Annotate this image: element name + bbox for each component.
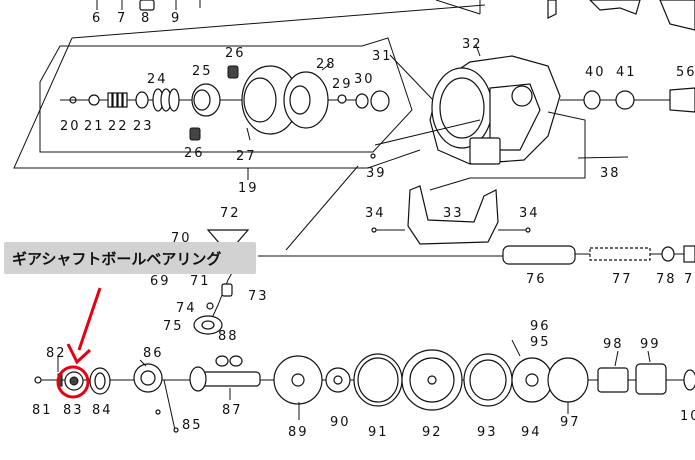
highlight-arrow	[77, 287, 102, 351]
label-83: 83	[63, 403, 84, 418]
label-33: 33	[443, 206, 464, 221]
label-34a: 34	[365, 206, 386, 221]
label-21: 21	[84, 119, 105, 134]
label-79: 79	[684, 272, 695, 287]
label-81: 81	[32, 403, 53, 418]
label-32: 32	[462, 37, 483, 52]
label-34b: 34	[519, 206, 540, 221]
label-85: 85	[182, 418, 203, 433]
label-89: 89	[288, 425, 309, 440]
leader-lines	[57, 350, 651, 420]
label-39: 39	[366, 166, 387, 181]
label-24: 24	[147, 72, 168, 87]
label-92: 92	[422, 425, 443, 440]
label-88: 88	[218, 329, 239, 344]
label-76: 76	[526, 272, 547, 287]
middle-left-parts	[193, 261, 239, 335]
label-77: 77	[612, 272, 633, 287]
label-86: 86	[143, 346, 164, 361]
label-91: 91	[368, 425, 389, 440]
bottom-parts	[34, 339, 695, 433]
spool-parts	[60, 63, 390, 141]
label-78: 78	[656, 272, 677, 287]
label-41: 41	[616, 65, 637, 80]
callout-box	[4, 242, 256, 274]
highlight-annotation	[56, 287, 102, 399]
label-30: 30	[354, 72, 375, 87]
label-72: 72	[220, 206, 241, 221]
label-82: 82	[46, 346, 67, 361]
highlight-circle	[56, 365, 90, 399]
label-38: 38	[600, 166, 621, 181]
label-23: 23	[133, 119, 154, 134]
callout-label: ギアシャフトボールベアリング	[12, 250, 222, 268]
side-plate	[429, 44, 561, 165]
handle-plate	[371, 185, 531, 245]
label-74: 74	[176, 301, 197, 316]
top-parts	[96, 0, 695, 31]
label-90: 90	[330, 415, 351, 430]
label-95: 95	[530, 335, 551, 350]
spool-group-panel	[13, 4, 486, 180]
label-71: 71	[190, 274, 211, 289]
label-9: 9	[171, 11, 181, 26]
label-26a: 26	[225, 46, 246, 61]
main-shaft-line	[206, 165, 695, 265]
label-6: 6	[92, 11, 102, 26]
label-73: 73	[248, 289, 269, 304]
label-20: 20	[60, 119, 81, 134]
part-number-labels: 6 7 8 9 26 24 25 28 29 30 31 32 40 41 56…	[32, 11, 695, 440]
cover-panel-lines	[370, 111, 629, 191]
label-99: 99	[640, 337, 661, 352]
label-25: 25	[192, 64, 213, 79]
label-96: 96	[530, 319, 551, 334]
label-8: 8	[141, 11, 151, 26]
right-upper-parts	[560, 87, 695, 113]
label-19: 19	[238, 181, 259, 196]
label-93: 93	[477, 425, 498, 440]
label-97: 97	[560, 415, 581, 430]
label-22: 22	[108, 119, 129, 134]
label-31: 31	[372, 49, 393, 64]
label-94: 94	[521, 425, 542, 440]
label-56: 56	[676, 65, 695, 80]
label-27: 27	[236, 149, 257, 164]
label-84: 84	[92, 403, 113, 418]
highlight-arrowhead	[66, 343, 92, 365]
label-100: 10	[680, 409, 695, 424]
label-75: 75	[163, 319, 184, 334]
label-98: 98	[603, 337, 624, 352]
label-40: 40	[585, 65, 606, 80]
label-69: 69	[150, 274, 171, 289]
label-87: 87	[222, 403, 243, 418]
label-29: 29	[332, 77, 353, 92]
label-28: 28	[316, 57, 337, 72]
label-26b: 26	[184, 146, 205, 161]
label-7: 7	[117, 11, 127, 26]
